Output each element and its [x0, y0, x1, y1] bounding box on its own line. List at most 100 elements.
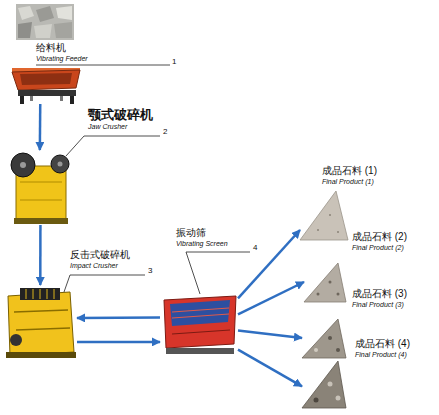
machine-node: 颚式破碎机Jaw Crusher — [12, 150, 70, 225]
sand-pile — [300, 191, 348, 240]
grain — [336, 348, 340, 352]
feeder-frame — [18, 90, 76, 96]
english-label: Vibrating Screen — [176, 239, 228, 248]
screen-stripe — [172, 330, 230, 334]
grain — [317, 293, 320, 296]
flow-arrow — [238, 282, 304, 314]
feeder-inner — [20, 73, 72, 85]
grain — [329, 281, 332, 284]
machine-node: 给料机Vibrating Feeder — [10, 68, 82, 104]
label-group: 成品石料 (1)Final Product (1) — [322, 165, 377, 186]
stone-piece — [36, 6, 54, 22]
english-label: Vibrating Feeder — [36, 54, 88, 63]
flow-arrow — [39, 225, 42, 285]
machine-node: 成品石料 (3)Final Product (3) — [302, 318, 346, 358]
stone-piece — [54, 22, 72, 38]
english-label: Final Product (2) — [352, 243, 407, 252]
chinese-label: 给料机 — [36, 42, 88, 54]
english-label: Jaw Crusher — [88, 122, 153, 131]
flow-arrow — [238, 350, 302, 387]
raw-stone — [16, 4, 74, 40]
flywheel-hub — [58, 162, 63, 167]
label-group: 振动筛Vibrating Screen — [176, 227, 228, 248]
grain — [328, 336, 332, 340]
chinese-label: 成品石料 (2) — [352, 231, 407, 243]
feeder-spring — [30, 96, 33, 101]
chinese-label: 成品石料 (4) — [355, 338, 410, 350]
screen-frame — [164, 296, 236, 348]
label-group: 给料机Vibrating Feeder — [36, 42, 88, 63]
flywheel-hub — [20, 162, 26, 168]
grain — [337, 231, 339, 233]
chinese-label: 成品石料 (1) — [322, 165, 377, 177]
machine-node: 成品石料 (1)Final Product (1) — [300, 190, 348, 240]
english-label: Final Product (3) — [352, 300, 407, 309]
grain — [314, 398, 319, 403]
callout-number: 1 — [172, 57, 176, 67]
impact-detail — [16, 328, 70, 330]
grille-bar — [26, 289, 27, 299]
impact-base — [6, 352, 76, 358]
label-group: 反击式破碎机Impact Crusher — [70, 249, 130, 270]
callout-number: 4 — [253, 243, 257, 253]
grille-bar — [54, 289, 55, 299]
screen-stripe — [172, 314, 229, 318]
callout-number: 3 — [148, 266, 152, 276]
machine-node: 成品石料 (2)Final Product (2) — [304, 262, 346, 302]
flow-arrow — [77, 341, 160, 344]
gravel-pile — [304, 263, 346, 302]
chinese-label: 振动筛 — [176, 227, 228, 239]
machine-node: 振动筛Vibrating Screen — [160, 292, 238, 356]
stone-piece — [56, 6, 72, 20]
grain — [314, 348, 318, 352]
stone-piece — [34, 24, 52, 38]
grille-bar — [33, 289, 34, 299]
grille-bar — [40, 289, 41, 299]
chinese-label: 成品石料 (3) — [352, 288, 407, 300]
flow-arrow — [39, 104, 42, 150]
stone-pile — [302, 361, 346, 408]
impact-body — [8, 292, 74, 356]
screen-deck — [170, 300, 230, 326]
label-group: 成品石料 (3)Final Product (3) — [352, 288, 407, 309]
jaw-detail — [20, 182, 62, 183]
impact-detail — [14, 310, 68, 312]
grain — [337, 293, 340, 296]
grain — [336, 396, 341, 401]
machine-node: 成品石料 (4)Final Product (4) — [302, 360, 346, 408]
stone-piece — [18, 6, 34, 20]
leader-lines — [36, 65, 250, 294]
stone-piles — [300, 191, 348, 408]
grain — [328, 382, 333, 387]
flow-arrow — [238, 330, 302, 338]
leader-line — [186, 252, 250, 294]
feeder-leg — [70, 96, 74, 104]
vibrating-feeder — [12, 68, 80, 104]
feeder-leg — [20, 96, 24, 104]
screen-base — [166, 348, 234, 354]
impact-crusher — [6, 288, 76, 358]
machine-node: 反击式破碎机Impact Crusher — [5, 285, 77, 360]
callout-number: 2 — [163, 127, 167, 137]
flywheel — [51, 155, 69, 173]
leader-line — [36, 65, 170, 66]
flow-arrow — [77, 316, 160, 319]
grille-bar — [47, 289, 48, 299]
screen-stripe — [172, 308, 229, 312]
stone-ground — [16, 4, 74, 40]
flywheel — [11, 153, 35, 177]
grain — [317, 229, 319, 231]
stone-piece — [18, 22, 32, 38]
feeder-trough — [12, 70, 80, 90]
jaw-base — [14, 218, 68, 224]
vibrating-screen — [164, 296, 236, 354]
label-group: 成品石料 (4)Final Product (4) — [355, 338, 410, 359]
label-group: 成品石料 (2)Final Product (2) — [352, 231, 407, 252]
feeder-spring — [60, 96, 63, 101]
grain — [329, 214, 331, 216]
gravel-pile — [302, 319, 346, 358]
jaw-detail — [20, 200, 62, 201]
chinese-label: 颚式破碎机 — [88, 107, 153, 122]
english-label: Final Product (4) — [355, 350, 410, 359]
